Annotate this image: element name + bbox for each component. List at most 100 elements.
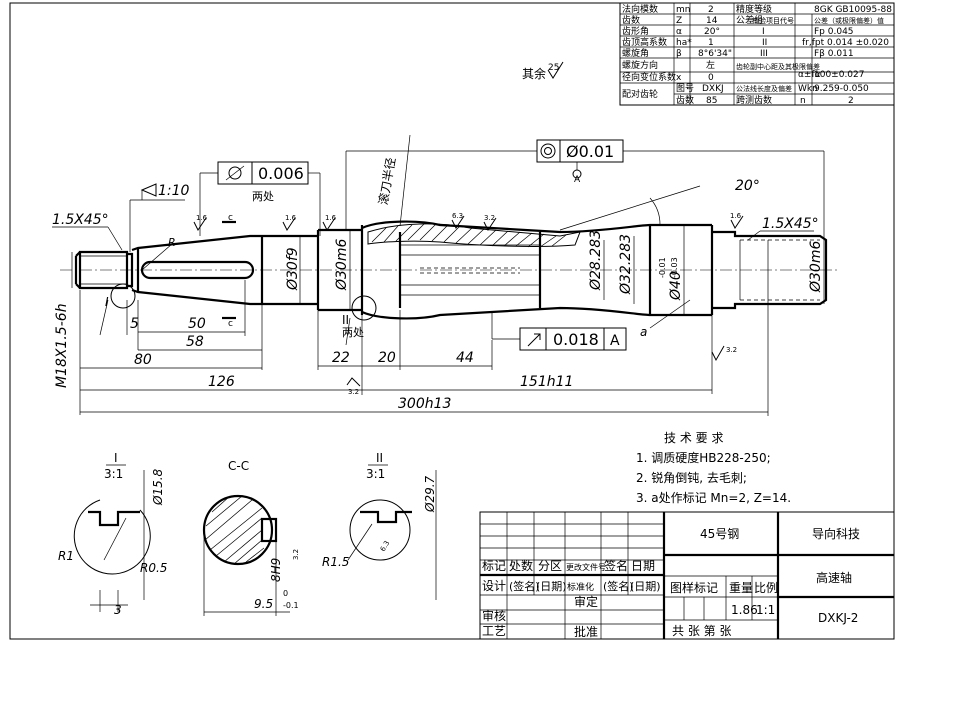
roughness-1.6: 1.6	[325, 214, 337, 222]
rest-roughness-label: 其余	[522, 66, 546, 81]
param-name: 齿形角	[622, 25, 649, 37]
param-val2: Fp 0.045	[814, 27, 854, 37]
design-date: (日期)	[536, 580, 567, 593]
material: 45号钢	[700, 527, 739, 541]
param-sym2: Wkn	[798, 84, 818, 94]
roughness-1.6: 1.6	[730, 212, 742, 220]
circularity-note: 两处	[252, 190, 274, 203]
section-CC-tol-lower: -0.1	[283, 601, 299, 610]
param-val: 左	[706, 59, 715, 71]
drawing-code: DXKJ-2	[818, 611, 858, 625]
param-name2: 精度等级	[736, 3, 772, 15]
runout-value: 0.018	[553, 330, 599, 349]
dim-d32283: Ø32.283	[618, 234, 634, 295]
detail-I-R1: R1	[58, 549, 74, 563]
detail-view-II: II 3:1 Ø29.7 R1.5 6.3	[322, 451, 437, 600]
technical-requirements: 技 术 要 求 1. 调质硬度HB228-250; 2. 锐角倒钝, 去毛刺; …	[636, 431, 791, 505]
main-view-annotations: 1.5X45° 1:10 0.006 两处 Ø0.01 A 滚刀半径	[52, 134, 825, 396]
audit-label: 审定	[574, 594, 598, 609]
param-table-text: 法向模数 mn 2 精度等级 8GK GB10095-88 齿数 Z 14 公差…	[622, 3, 892, 106]
param-name: 齿顶高系数	[622, 36, 667, 48]
rest-roughness-symbol: 其余 25	[522, 61, 564, 81]
param-sym: 图号	[676, 83, 694, 94]
weight-label: 重量	[729, 581, 753, 595]
std-date: (日期)	[630, 580, 661, 593]
param-name: 齿数	[622, 14, 640, 26]
check-label: 审核	[482, 608, 506, 623]
detail-II-label: II	[342, 313, 349, 327]
param-sym2: 检验项目代号	[752, 16, 794, 25]
company-name: 导向科技	[812, 526, 860, 541]
chamfer-right: 1.5X45°	[762, 216, 819, 232]
part-name: 高速轴	[816, 570, 852, 585]
dim-d28283: Ø28.283	[588, 230, 604, 291]
param-val: 14	[706, 16, 718, 26]
main-dimensions: M18X1.5-6h Ø30f9 Ø30m6 Ø28.283 Ø32.283 Ø…	[54, 225, 825, 416]
detail-I-scale: 3:1	[104, 467, 123, 481]
tech-item-3: 3. a处作标记 Mn=2, Z=14.	[636, 491, 791, 505]
sheet-count: 共 张 第 张	[672, 624, 731, 638]
param-val2: 8GK GB10095-88	[814, 5, 892, 15]
param-val: 2	[708, 5, 714, 15]
tech-item-1: 1. 调质硬度HB228-250;	[636, 450, 771, 465]
dim-22: 22	[332, 350, 350, 366]
std-label: 标准化	[567, 581, 594, 593]
scale-label: 比例	[754, 581, 778, 595]
detail-I-label: I	[105, 295, 109, 309]
dim-300: 300h13	[398, 396, 451, 412]
dim-58: 58	[186, 334, 204, 350]
concentricity-value: Ø0.01	[566, 142, 614, 161]
detail-II-rough: 6.3	[379, 539, 391, 553]
param-sym: x	[676, 73, 682, 83]
detail-II-scale: 3:1	[366, 467, 385, 481]
section-CC-title: C-C	[228, 459, 249, 473]
dim-126: 126	[208, 374, 235, 390]
dim-151: 151h11	[520, 374, 573, 390]
section-view-CC: C-C 8H9 9.5 0 -0.1 3.2	[202, 459, 300, 616]
detail-II-title: II	[376, 451, 383, 465]
param-name2: 公差组	[736, 14, 763, 26]
dim-d40: Ø40	[668, 271, 684, 301]
param-val2: 公差（或极限偏差）值	[814, 16, 884, 25]
shaft-main-view: I II 两处 R	[60, 220, 840, 346]
scale-value: 1:1	[756, 603, 775, 617]
design-label: 设计	[482, 579, 506, 593]
hob-note: 滚刀半径	[375, 156, 398, 206]
param-sym: α	[676, 27, 682, 37]
two-places-note: 两处	[342, 326, 364, 339]
detail-II-R15: R1.5	[322, 555, 349, 569]
param-sym: mn	[676, 5, 690, 15]
param-name: 螺旋角	[622, 47, 649, 59]
param-val2: 100±0.027	[814, 70, 864, 80]
param-val2: 2	[848, 96, 854, 106]
detail-view-I: I 3:1 Ø15.8 R1 R0.5 3	[58, 451, 167, 617]
gear-parameter-table	[619, 2, 895, 106]
section-c-bottom: c	[228, 319, 233, 329]
dim-thread: M18X1.5-6h	[54, 303, 70, 388]
radius-R-label: R	[168, 236, 176, 249]
design-sign: (签名)	[509, 579, 540, 593]
helix-angle: 20°	[735, 178, 760, 194]
stage-label: 图样标记	[670, 580, 718, 595]
param-sym2: α±fα	[798, 70, 821, 80]
param-name2: 跨测齿数	[736, 94, 772, 106]
roughness-3.2: 3.2	[348, 388, 359, 396]
weight-value: 1.86	[731, 603, 758, 617]
detail-I-dia: Ø15.8	[151, 468, 165, 506]
param-val: DXKJ	[702, 84, 724, 94]
param-sym: ha*	[676, 38, 692, 48]
header-date: 日期	[631, 559, 655, 573]
tech-title: 技 术 要 求	[664, 431, 723, 445]
roughness-3.2: 3.2	[484, 214, 495, 222]
param-name: 径向变位系数	[622, 71, 676, 83]
param-val2: fr,fpt 0.014 ±0.020	[802, 38, 889, 48]
circularity-value: 0.006	[258, 164, 304, 183]
dim-d30m6-right: Ø30m6	[808, 241, 824, 293]
approve-label: 批准	[574, 624, 598, 639]
param-name2: 齿轮副中心距及其极限偏差	[736, 62, 820, 71]
detail-II-dia: Ø29.7	[423, 475, 437, 513]
taper-ratio: 1:10	[158, 183, 190, 199]
section-CC-tol-upper: 0	[283, 589, 288, 598]
mark-a: a	[640, 325, 647, 339]
param-sym2: II	[762, 38, 767, 48]
